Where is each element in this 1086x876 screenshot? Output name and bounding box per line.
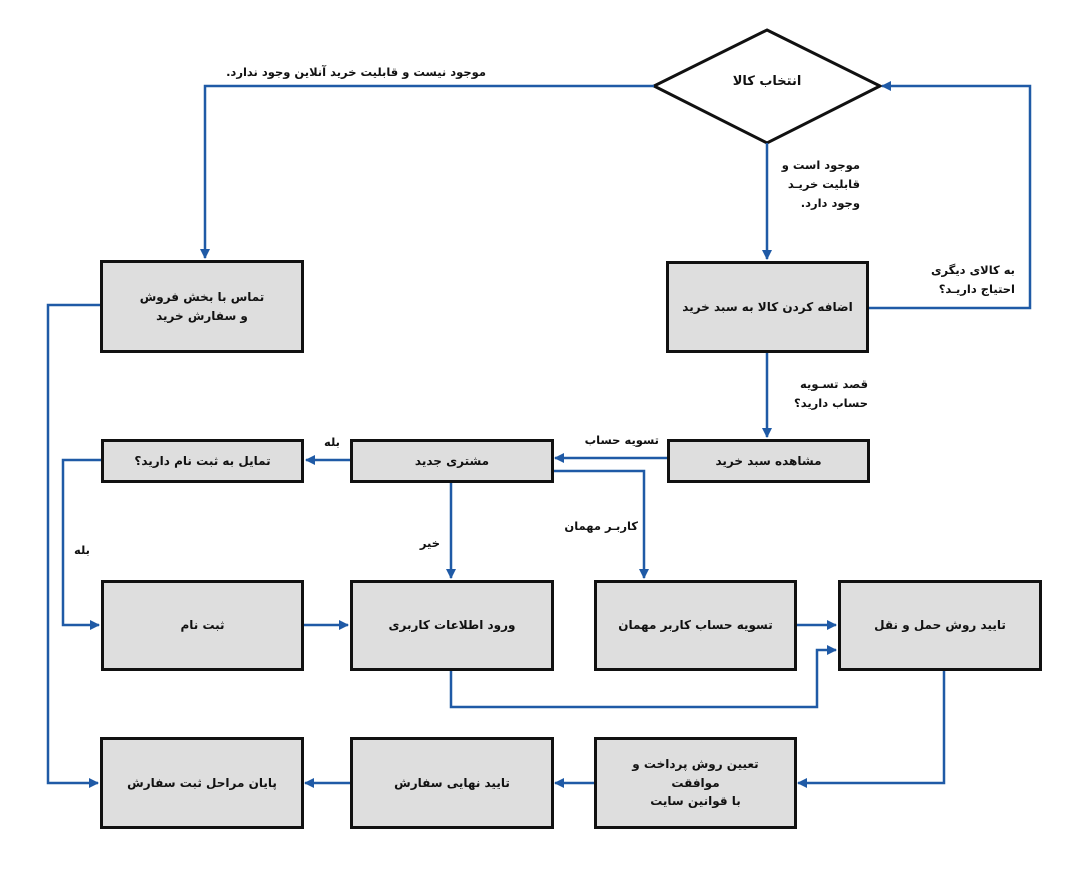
edge-shipping-to-payment xyxy=(797,670,946,788)
label-no: خیر xyxy=(419,536,440,550)
node-guest-checkout-label: تسویه حساب کاربر مهمان xyxy=(618,618,773,633)
edge-another-item xyxy=(868,81,1032,310)
node-view-cart-label: مشاهده سبد خرید xyxy=(715,453,822,468)
node-contact-sales-label: تماس با بخش فروش و سفارش خرید xyxy=(139,289,265,323)
edge-contact-to-end xyxy=(46,303,100,788)
node-add-to-cart[interactable]: اضافه کردن کالا به سبد خرید xyxy=(666,261,869,353)
label-yes-top: بله xyxy=(324,435,340,449)
label-available-1: موجود است و xyxy=(781,158,860,172)
node-register-label: ثبت نام xyxy=(180,618,225,633)
node-end-label: پایان مراحل ثبت سفارش xyxy=(127,775,277,790)
node-final-confirm-label: تایید نهایی سفارش xyxy=(394,775,510,790)
label-guest-user: کاربـر مهمان xyxy=(564,519,638,533)
node-payment[interactable]: تعیین روش پرداخت و موافقت با قوانین سایت xyxy=(594,737,797,829)
node-view-cart[interactable]: مشاهده سبد خرید xyxy=(667,439,870,483)
node-want-register-label: تمایل به ثبت نام دارید؟ xyxy=(134,453,271,468)
label-checkout: تسویه حساب xyxy=(584,433,659,447)
edge-not-available xyxy=(200,84,654,259)
node-end[interactable]: پایان مراحل ثبت سفارش xyxy=(100,737,304,829)
node-new-customer[interactable]: مشتری جدید xyxy=(350,439,554,483)
node-new-customer-label: مشتری جدید xyxy=(414,453,490,468)
edge-info-to-shipping xyxy=(449,645,837,709)
label-another-item-1: به کالای دیگری xyxy=(930,263,1015,277)
label-checkout-intent-2: حساب دارید؟ xyxy=(794,396,868,410)
node-final-confirm[interactable]: تایید نهایی سفارش xyxy=(350,737,554,829)
label-another-item-2: احتیاج داریـد؟ xyxy=(938,282,1015,296)
label-not-available: موجود نیست و قابلیت خرید آنلاین وجود ندا… xyxy=(226,65,486,79)
node-want-register[interactable]: تمایل به ثبت نام دارید؟ xyxy=(101,439,304,483)
node-user-info-label: ورود اطلاعات کاربری xyxy=(388,618,516,633)
label-available-2: قابلیت خریـد xyxy=(787,177,860,191)
node-contact-sales[interactable]: تماس با بخش فروش و سفارش خرید xyxy=(100,260,304,353)
decision-label: انتخاب کالا xyxy=(732,74,802,89)
label-yes-left: بله xyxy=(74,543,90,557)
node-user-info[interactable]: ورود اطلاعات کاربری xyxy=(350,580,554,671)
node-payment-label: تعیین روش پرداخت و موافقت با قوانین سایت xyxy=(632,757,759,809)
label-available-3: وجود دارد. xyxy=(800,196,860,210)
node-add-to-cart-label: اضافه کردن کالا به سبد خرید xyxy=(682,299,853,314)
node-confirm-shipping-label: تایید روش حمل و نقل xyxy=(874,618,1006,633)
node-confirm-shipping[interactable]: تایید روش حمل و نقل xyxy=(838,580,1042,671)
label-checkout-intent-1: قصد تسـویه xyxy=(800,377,868,391)
edge-yes-left xyxy=(61,458,101,630)
node-guest-checkout[interactable]: تسویه حساب کاربر مهمان xyxy=(594,580,797,671)
edge-guest-user xyxy=(553,469,649,579)
node-register[interactable]: ثبت نام xyxy=(101,580,304,671)
